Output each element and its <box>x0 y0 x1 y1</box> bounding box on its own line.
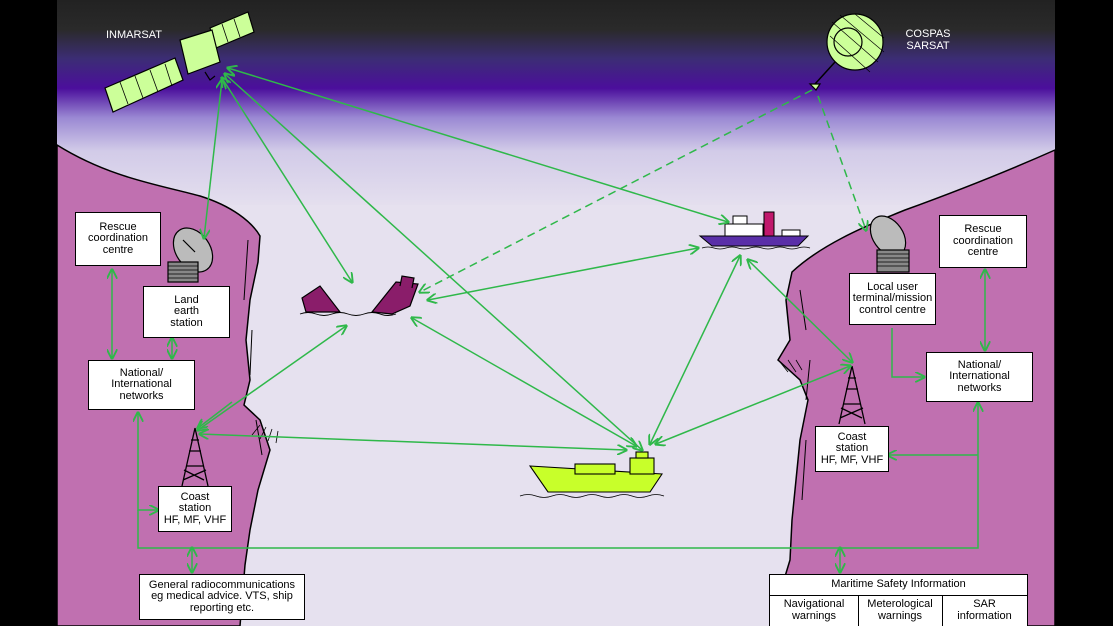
link-cospas-lut <box>817 95 866 230</box>
left-rcc-line3: centre <box>102 243 134 256</box>
msi-title: Maritime Safety Information <box>770 575 1027 596</box>
sarsat-label: SARSAT <box>906 40 950 52</box>
lut-line3: control centre <box>859 303 926 316</box>
msi-sar-line1: SAR <box>973 598 996 610</box>
general-radiocommunications-box: General radiocommunications eg medical a… <box>139 574 305 620</box>
right-networks-line3: networks <box>957 381 1002 394</box>
left-coast-line2: station <box>178 502 212 515</box>
general-line2: eg medical advice. VTS, ship <box>151 590 293 603</box>
cospas-sarsat-satellite-icon <box>808 13 885 91</box>
left-networks-line2: International <box>111 378 172 391</box>
left-networks-box: National/ International networks <box>88 360 195 410</box>
right-coast-line2: station <box>835 442 869 455</box>
cargo-ship-icon <box>519 451 665 498</box>
inmarsat-label: INMARSAT <box>105 29 163 41</box>
left-rcc-line2: coordination <box>88 232 148 245</box>
les-line2: earth <box>173 305 200 318</box>
lut-mcc-box: Local user terminal/mission control cent… <box>849 273 936 325</box>
network-backbone <box>137 455 979 549</box>
link-right-coast-cargo <box>656 366 850 444</box>
lut-line1: Local user <box>867 280 918 293</box>
left-coast-line1: Coast <box>180 490 210 503</box>
right-coast-line1: Coast <box>837 430 867 443</box>
msi-met-line1: Meterological <box>867 598 933 610</box>
link-left-coast-cargo <box>200 434 626 450</box>
right-rcc-box: Rescue coordination centre <box>939 215 1027 268</box>
link-left-coast-wreck <box>198 326 346 430</box>
msi-box: Maritime Safety Information Navigational… <box>769 574 1028 626</box>
left-coast-line3: HF, MF, VHF <box>163 513 227 526</box>
left-coast-station-box: Coast station HF, MF, VHF <box>158 486 232 532</box>
research-ship-icon <box>698 211 811 250</box>
right-rcc-line1: Rescue <box>964 223 1002 236</box>
right-coast-line3: HF, MF, VHF <box>820 453 884 466</box>
left-rcc-box: Rescue coordination centre <box>75 212 161 266</box>
left-networks-line1: National/ <box>119 366 164 379</box>
link-lut-networks-right <box>891 328 924 377</box>
left-networks-line3: networks <box>119 389 164 402</box>
msi-sar-cell: SAR information <box>942 595 1027 626</box>
left-rcc-line1: Rescue <box>99 220 137 233</box>
left-coast-tower-icon <box>181 427 209 487</box>
inmarsat-satellite-icon <box>104 11 255 113</box>
cospas-sarsat-label: COSPAS SARSAT <box>900 28 956 52</box>
right-rcc-line3: centre <box>967 246 999 259</box>
link-cargo-wreck <box>412 318 636 446</box>
general-line3: reporting etc. <box>189 601 255 614</box>
msi-sar-line2: information <box>957 609 1012 622</box>
link-right-coast-research <box>748 260 852 362</box>
general-line1: General radiocommunications <box>148 578 296 591</box>
lut-dish-icon <box>869 215 910 273</box>
msi-meteorological-cell: Meterological warnings <box>858 595 943 626</box>
radio-links <box>112 68 985 572</box>
les-line1: Land <box>174 293 199 306</box>
right-rcc-line2: coordination <box>953 234 1013 247</box>
link-inmarsat-les <box>204 80 222 238</box>
cospas-label: COSPAS <box>905 28 951 40</box>
msi-navigational-cell: Navigational warnings <box>770 595 859 626</box>
link-les-coast <box>198 401 233 428</box>
msi-met-line2: warnings <box>877 609 923 622</box>
right-networks-line2: International <box>949 370 1010 383</box>
right-border <box>1055 0 1113 626</box>
lut-line2: terminal/mission <box>852 292 933 305</box>
right-networks-box: National/ International networks <box>926 352 1033 402</box>
msi-nav-line2: warnings <box>791 609 837 622</box>
right-networks-line1: National/ <box>957 358 1002 371</box>
land-earth-station-box: Land earth station <box>143 286 230 338</box>
left-border <box>0 0 57 626</box>
msi-nav-line1: Navigational <box>783 598 845 610</box>
les-line3: station <box>170 316 203 329</box>
right-coast-station-box: Coast station HF, MF, VHF <box>815 426 889 472</box>
